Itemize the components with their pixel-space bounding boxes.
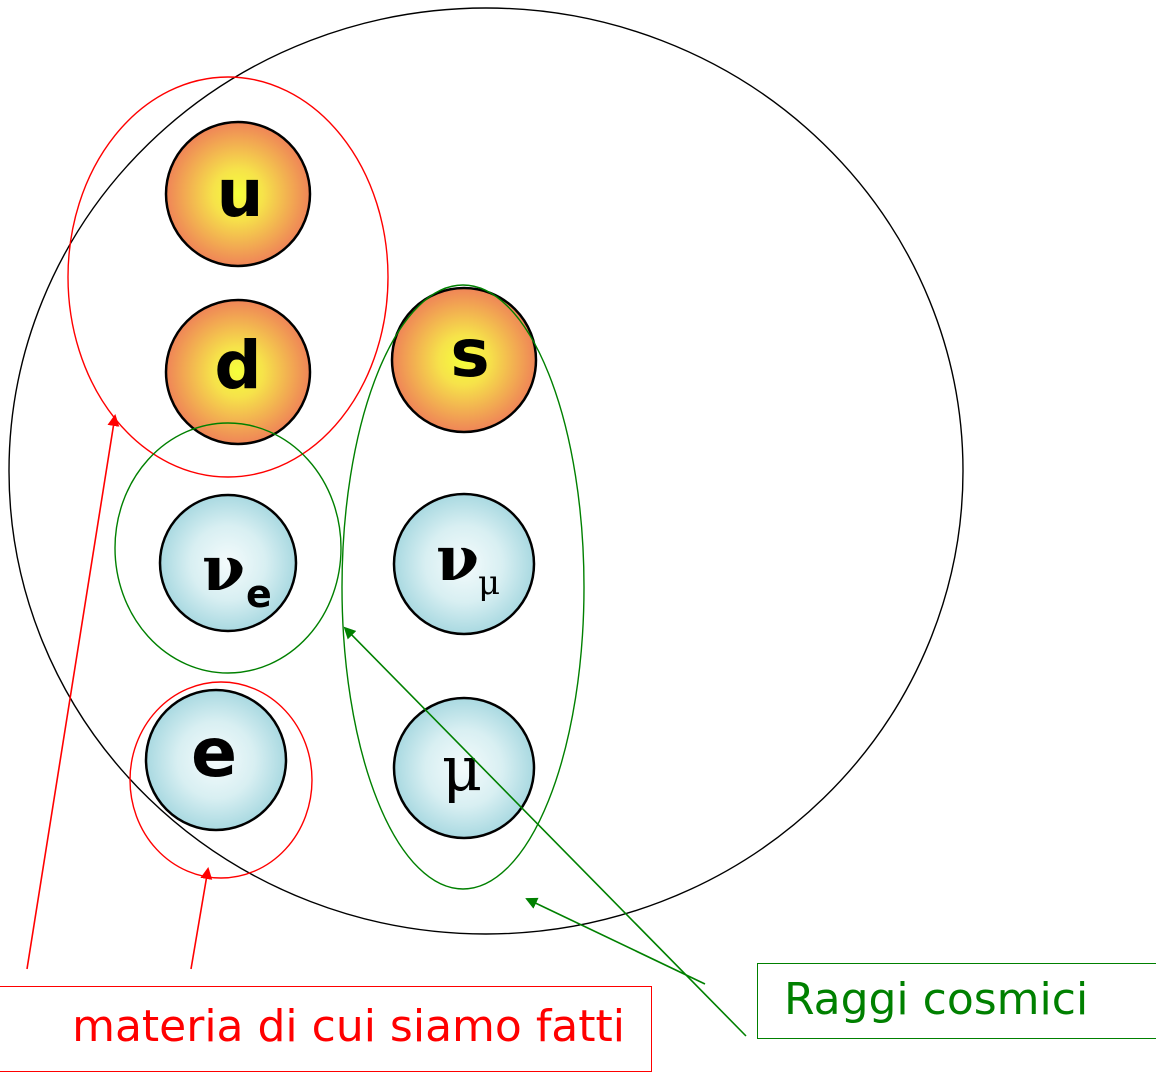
red-ellipse-ud <box>67 76 389 478</box>
outer-ellipse <box>8 7 964 935</box>
muon-neutrino-sphere <box>392 492 536 636</box>
electron-neutrino-subscript: e <box>246 572 272 616</box>
green-arrow-to-nue <box>343 626 747 1037</box>
muon-neutrino-subscript: μ <box>478 563 500 603</box>
quark-s-sphere <box>390 286 538 434</box>
raggi-cosmici-label: Raggi cosmici <box>784 974 1089 1025</box>
quark-u-sphere <box>164 120 312 268</box>
muon-label: μ <box>442 732 482 805</box>
quark-s-label: s <box>450 315 489 392</box>
quark-u-label: u <box>217 155 264 232</box>
green-arrow-to-second-family <box>525 897 706 985</box>
materia-label: materia di cui siamo fatti <box>72 1001 625 1052</box>
quark-d-sphere <box>164 298 312 446</box>
red-arrow-to-ud <box>26 414 120 970</box>
electron-neutrino-label: ν <box>202 532 245 605</box>
nu-symbol: ν <box>202 532 245 605</box>
raggi-cosmici-label-box: Raggi cosmici <box>757 963 1156 1039</box>
muon-sphere <box>392 696 536 840</box>
red-circle-e <box>129 681 313 879</box>
materia-label-box: materia di cui siamo fatti <box>0 986 652 1072</box>
electron-label: e <box>191 714 237 793</box>
red-arrow-to-e <box>190 867 213 970</box>
muon-neutrino-label: ν <box>436 522 479 595</box>
electron-sphere <box>144 688 288 832</box>
electron-neutrino-sphere <box>158 493 298 633</box>
green-circle-nue <box>114 422 342 674</box>
nu-symbol: ν <box>436 522 479 595</box>
quark-d-label: d <box>214 327 261 404</box>
green-ellipse-second-family <box>341 284 585 890</box>
